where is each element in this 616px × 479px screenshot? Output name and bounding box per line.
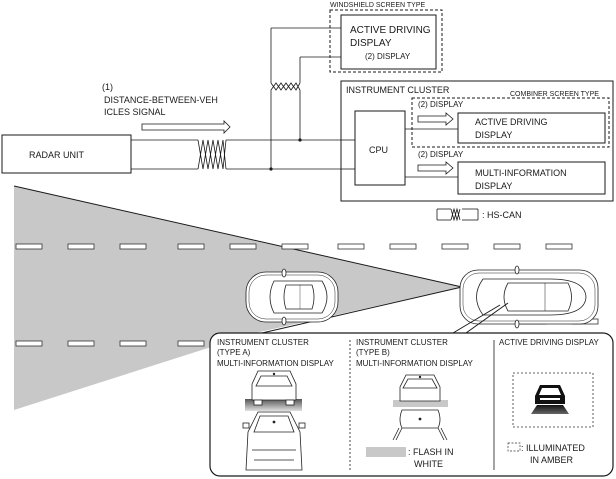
type-b-own-vehicle-icon: [392, 409, 448, 441]
type-b-display-graphic: : FLASH IN WHITE: [366, 374, 454, 469]
type-a-line3: MULTI-INFORMATION DISPLAY: [217, 359, 335, 368]
type-b-vehicle-ahead-icon: [399, 374, 441, 402]
type-a-vehicle-ahead-icon: [251, 370, 297, 406]
callout-pointer: [465, 302, 509, 334]
type-a-line2: (TYPE A): [217, 348, 251, 357]
radar-unit-box: [1, 134, 132, 174]
detection-zone-edge-top: [13, 185, 463, 288]
multi-information-display-box: [457, 161, 606, 195]
active-driving-display-title: ACTIVE DRIVING DISPLAY: [499, 338, 600, 347]
display-arrow-2-icon: [417, 161, 454, 175]
flash-in-white-swatch: [366, 447, 406, 457]
windshield-active-driving-display-box: [340, 14, 437, 70]
illuminated-in-amber-legend-icon: [507, 442, 521, 452]
signal-arrow-icon: [141, 120, 231, 134]
mid-line1: MULTI-INFORMATION: [475, 168, 567, 178]
signal-label-line2: ICLES SIGNAL: [104, 107, 166, 117]
cpu-label: CPU: [369, 145, 388, 155]
display-arrow-1-icon: [417, 112, 454, 126]
flash-in-white-line1: : FLASH IN: [408, 447, 454, 457]
type-b-line3: MULTI-INFORMATION DISPLAY: [356, 359, 474, 368]
illuminated-in-amber-line1: : ILLUMINATED: [521, 443, 585, 453]
junction-dot: [269, 167, 273, 171]
vehicle-ahead-icon: [245, 268, 339, 326]
radar-detection-zone: [14, 186, 462, 410]
combiner-active-driving-display-box: [457, 112, 606, 144]
type-b-flash-band: [393, 400, 448, 407]
windshield-add-line2: DISPLAY: [350, 38, 392, 49]
signal-number: (1): [102, 82, 113, 92]
add-vehicle-ahead-icon: [535, 385, 565, 404]
windshield-add-sub: (2) DISPLAY: [365, 52, 411, 61]
hs-can-legend-label: : HS-CAN: [482, 210, 522, 220]
instrument-cluster-title: INSTRUMENT CLUSTER: [346, 85, 450, 95]
type-b-line2: (TYPE B): [356, 348, 390, 357]
type-a-line1: INSTRUMENT CLUSTER: [217, 338, 309, 347]
own-vehicle-icon: [459, 265, 599, 329]
detection-zone-edge-bottom: [261, 286, 463, 334]
add-road-band: [531, 405, 569, 414]
combiner-group-dashed: [411, 97, 610, 148]
lane-markings-top: [15, 243, 573, 250]
illuminated-in-amber-line2: IN AMBER: [530, 455, 574, 465]
combiner-add-line2: DISPLAY: [475, 130, 512, 140]
callout-pointer: [452, 304, 501, 334]
display-arrow-1-label: (2) DISPLAY: [418, 100, 464, 109]
windshield-add-line1: ACTIVE DRIVING: [350, 25, 431, 36]
radar-unit-label: RADAR UNIT: [29, 150, 85, 160]
combiner-caption: COMBINER SCREEN TYPE: [510, 91, 599, 98]
flash-in-white-line2: WHITE: [414, 459, 443, 469]
active-driving-display-graphic: : ILLUMINATED IN AMBER: [507, 372, 594, 465]
type-a-display-graphic: [242, 370, 306, 471]
windshield-group-dashed: [329, 9, 443, 73]
display-arrow-2-label: (2) DISPLAY: [418, 150, 464, 159]
type-a-own-vehicle-icon: [242, 411, 306, 471]
illuminated-area-dashed: [512, 372, 594, 428]
signal-label-line1: DISTANCE-BETWEEN-VEH: [104, 95, 218, 105]
combiner-add-line1: ACTIVE DRIVING: [475, 117, 548, 127]
windshield-caption: WINDSHIELD SCREEN TYPE: [330, 2, 425, 9]
hs-can-bus-wires: [131, 27, 341, 170]
hs-can-legend-icon: [436, 207, 479, 222]
junction-dot: [298, 138, 302, 142]
type-b-line1: INSTRUMENT CLUSTER: [356, 338, 448, 347]
cpu-box: [354, 110, 406, 186]
mid-line2: DISPLAY: [475, 181, 512, 191]
